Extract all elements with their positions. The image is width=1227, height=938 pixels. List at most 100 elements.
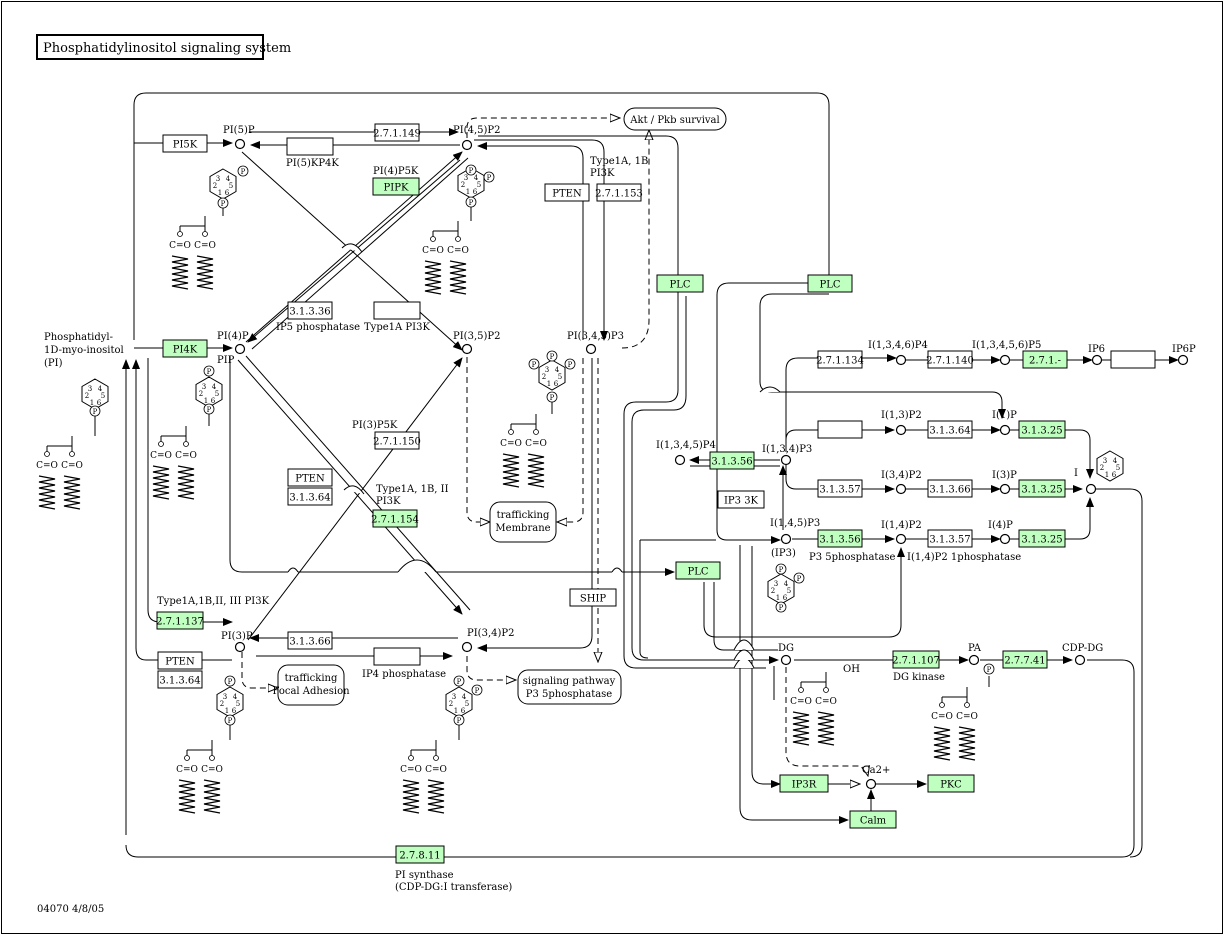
enzyme-e31356a[interactable]: 3.1.3.56 xyxy=(709,451,755,470)
enzyme-box[interactable] xyxy=(927,774,975,793)
compound-i145p3[interactable]: I(1,4,5)P3 xyxy=(770,518,820,545)
compound-i134p3[interactable]: I(1,3,4)P3 xyxy=(762,444,812,466)
enzyme-box[interactable] xyxy=(373,647,421,666)
compound-node[interactable] xyxy=(234,343,246,355)
enzyme-box[interactable] xyxy=(157,651,203,670)
enzyme-box[interactable] xyxy=(374,123,420,142)
enzyme-box[interactable] xyxy=(807,274,853,293)
enzyme-t1a_pi3k_box[interactable] xyxy=(373,301,421,320)
compound-node[interactable] xyxy=(780,654,792,666)
compound-pi_l3[interactable]: (PI) xyxy=(44,358,63,369)
enzyme-e27149[interactable]: 2.7.1.149 xyxy=(373,123,421,142)
enzyme-box[interactable] xyxy=(1110,350,1156,369)
enzyme-box[interactable] xyxy=(717,490,765,509)
compound-pi4p[interactable]: PI(4)P xyxy=(217,331,249,355)
compound-i13456p5[interactable]: I(1,3,4,5,6)P5 xyxy=(972,340,1041,366)
enzyme-box[interactable] xyxy=(817,420,863,439)
enzyme-ip3r[interactable]: IP3R xyxy=(779,774,829,793)
compound-pi34p2[interactable]: PI(3,4)P2 xyxy=(461,628,515,653)
enzyme-pten2[interactable]: PTEN xyxy=(287,468,333,487)
enzyme-box[interactable] xyxy=(372,509,418,528)
enzyme-i13p2_box[interactable] xyxy=(817,420,863,439)
compound-node[interactable] xyxy=(234,641,246,653)
enzyme-box[interactable] xyxy=(817,479,863,498)
enzyme-box[interactable] xyxy=(1018,420,1066,439)
enzyme-e27107[interactable]: 2.7.1.107 xyxy=(892,650,940,669)
enzyme-calm[interactable]: Calm xyxy=(849,810,897,829)
enzyme-ip6_box[interactable] xyxy=(1110,350,1156,369)
enzyme-box[interactable] xyxy=(596,183,642,202)
enzyme-pkc[interactable]: PKC xyxy=(927,774,975,793)
enzyme-e27140[interactable]: 2.7.1.140 xyxy=(926,350,974,369)
compound-node[interactable] xyxy=(999,354,1011,366)
compound-node[interactable] xyxy=(461,343,473,355)
enzyme-box[interactable] xyxy=(1002,650,1048,669)
compound-i1346p4[interactable]: I(1,3,4,6)P4 xyxy=(868,340,928,366)
compound-node[interactable] xyxy=(461,139,473,151)
enzyme-box[interactable] xyxy=(374,431,420,450)
compound-node[interactable] xyxy=(895,483,907,495)
enzyme-box[interactable] xyxy=(927,350,973,369)
enzyme-pi5k[interactable]: PI5K xyxy=(162,134,208,153)
enzyme-e27153[interactable]: 2.7.1.153 xyxy=(595,183,643,202)
compound-pa[interactable]: PA xyxy=(968,643,982,666)
enzyme-e31357b[interactable]: 3.1.3.57 xyxy=(927,529,973,548)
enzyme-e31366b[interactable]: 3.1.3.66 xyxy=(927,479,973,498)
compound-node[interactable] xyxy=(1085,483,1097,495)
enzyme-e271x[interactable]: 2.7.1.- xyxy=(1022,350,1068,369)
enzyme-e31325c[interactable]: 3.1.3.25 xyxy=(1018,529,1066,548)
compound-pi3p[interactable]: PI(3)P xyxy=(221,631,253,653)
enzyme-pten1[interactable]: PTEN xyxy=(544,183,590,202)
enzyme-box[interactable] xyxy=(286,137,334,156)
enzyme-e27137[interactable]: 2.7.1.137 xyxy=(156,611,204,630)
enzyme-box[interactable] xyxy=(569,588,617,607)
enzyme-box[interactable] xyxy=(162,134,208,153)
compound-node[interactable] xyxy=(895,533,907,545)
compound-i1p[interactable]: I(1)P xyxy=(992,410,1017,436)
enzyme-e31336[interactable]: 3.1.3.36 xyxy=(287,301,333,320)
enzyme-plc3[interactable]: PLC xyxy=(675,561,721,580)
focal-adhesion-node[interactable]: Akt / Pkb survival xyxy=(623,107,727,131)
enzyme-box[interactable] xyxy=(927,529,973,548)
compound-node[interactable] xyxy=(1074,654,1086,666)
compound-pi35p2[interactable]: PI(3,5)P2 xyxy=(453,331,500,355)
enzyme-box[interactable] xyxy=(162,339,208,358)
enzyme-e27154[interactable]: 2.7.1.154 xyxy=(371,509,419,528)
compound-node[interactable] xyxy=(780,533,792,545)
enzyme-box[interactable] xyxy=(373,301,421,320)
compound-i13p2[interactable]: I(1,3)P2 xyxy=(881,410,922,436)
enzyme-e31366a[interactable]: 3.1.3.66 xyxy=(287,631,333,650)
compound-node[interactable] xyxy=(585,343,597,355)
enzyme-e27134[interactable]: 2.7.1.134 xyxy=(816,350,864,369)
enzyme-box[interactable] xyxy=(287,487,333,506)
enzyme-box[interactable] xyxy=(656,274,704,293)
compound-oh[interactable]: OH xyxy=(843,664,860,675)
enzyme-e31356b[interactable]: 3.1.3.56 xyxy=(817,529,863,548)
enzyme-pipk[interactable]: PIPK xyxy=(372,177,420,196)
compound-pi45p2[interactable]: PI(4,5)P2 xyxy=(453,125,500,151)
enzyme-box[interactable] xyxy=(157,670,203,689)
enzyme-e31325a[interactable]: 3.1.3.25 xyxy=(1018,420,1066,439)
enzyme-box[interactable] xyxy=(779,774,829,793)
compound-node[interactable] xyxy=(780,454,792,466)
enzyme-box[interactable] xyxy=(709,451,755,470)
membrane-trafficking-node-1[interactable]: trafficking Membrane xyxy=(489,501,557,543)
compound-node[interactable] xyxy=(865,778,877,790)
compound-i34p2[interactable]: I(3,4)P2 xyxy=(881,470,922,495)
compound-pi345p3[interactable]: PI(3,4,5)P3 xyxy=(567,331,624,355)
enzyme-e27741[interactable]: 2.7.7.41 xyxy=(1002,650,1048,669)
enzyme-box[interactable] xyxy=(817,350,863,369)
compound-i1345p4[interactable]: I(1,3,4,5)P4 xyxy=(656,440,716,466)
enzyme-box[interactable] xyxy=(156,611,204,630)
compound-ca[interactable]: Ca2+ xyxy=(862,765,890,790)
enzyme-box[interactable] xyxy=(675,561,721,580)
compound-node[interactable] xyxy=(674,454,686,466)
enzyme-box[interactable] xyxy=(1018,529,1066,548)
enzyme-box[interactable] xyxy=(287,468,333,487)
compound-pip[interactable]: PIP xyxy=(217,355,235,366)
enzyme-plc1[interactable]: PLC xyxy=(656,274,704,293)
compound-node[interactable] xyxy=(234,138,246,150)
compound-dg[interactable]: DG xyxy=(778,643,794,666)
enzyme-ip4p_box[interactable] xyxy=(373,647,421,666)
enzyme-e31357a[interactable]: 3.1.3.57 xyxy=(817,479,863,498)
